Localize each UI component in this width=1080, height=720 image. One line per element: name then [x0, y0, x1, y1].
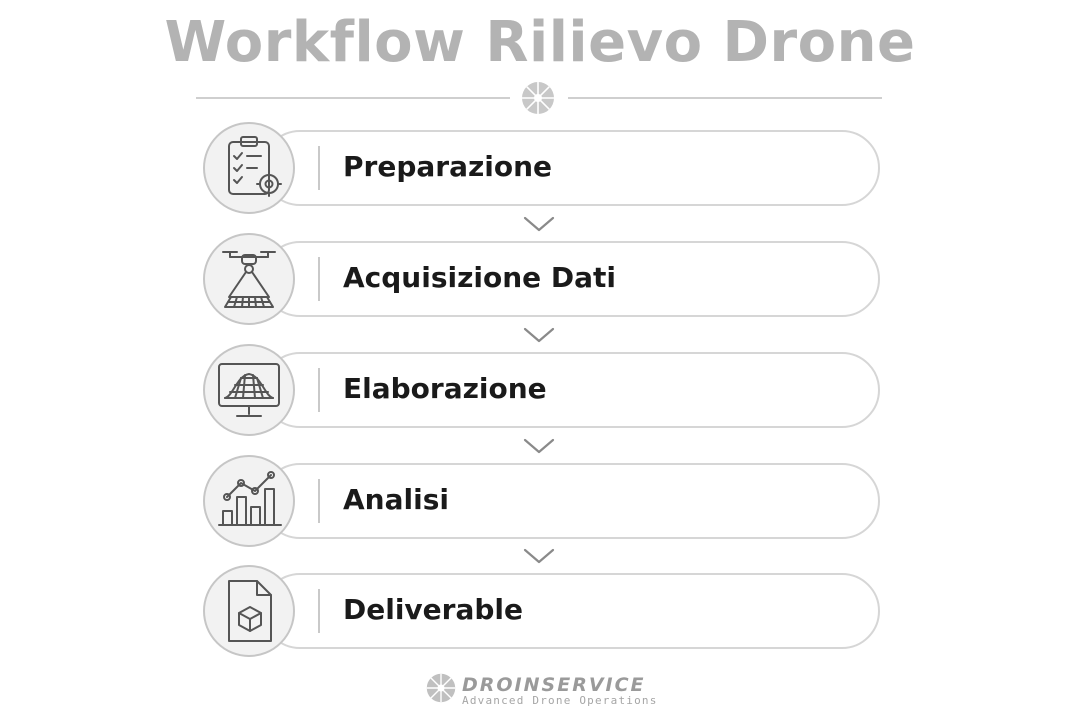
- document-cube-icon: [228, 580, 272, 642]
- step-icon-circle: [203, 455, 295, 547]
- step-icon-circle: [203, 344, 295, 436]
- step-separator: [318, 368, 320, 412]
- step-label: Acquisizione Dati: [343, 261, 617, 294]
- step-pill: [262, 573, 880, 649]
- diagram-title: Workflow Rilievo Drone: [164, 10, 916, 75]
- drone-scan-icon: [222, 251, 276, 308]
- step-label: Elaborazione: [343, 372, 547, 405]
- workflow-step-deliverable: Deliverable: [0, 565, 1080, 657]
- step-pill: [262, 241, 880, 317]
- chevron-down-icon: [523, 438, 555, 454]
- step-icon-circle: [203, 565, 295, 657]
- workflow-step-elaborazione: Elaborazione: [0, 344, 1080, 436]
- step-icon-circle: [203, 122, 295, 214]
- step-label: Analisi: [343, 483, 449, 516]
- chevron-down-icon: [523, 216, 555, 232]
- step-icon-circle: [203, 233, 295, 325]
- workflow-step-preparazione: Preparazione: [0, 122, 1080, 214]
- workflow-step-acquisizione-dati: Acquisizione Dati: [0, 233, 1080, 325]
- clipboard-gear-icon: [228, 136, 282, 197]
- step-label: Deliverable: [343, 593, 524, 626]
- step-pill: [262, 463, 880, 539]
- monitor-terrain-icon: [218, 363, 280, 417]
- emblem-icon: [522, 82, 554, 114]
- step-pill: [262, 130, 880, 206]
- step-separator: [318, 479, 320, 523]
- title-divider-right: [568, 97, 882, 99]
- step-separator: [318, 146, 320, 190]
- chevron-down-icon: [523, 327, 555, 343]
- brand-tagline: Advanced Drone Operations: [462, 694, 658, 707]
- brand-name: DROINSERVICE: [462, 674, 646, 696]
- step-separator: [318, 257, 320, 301]
- title-divider-left: [196, 97, 510, 99]
- step-pill: [262, 352, 880, 428]
- chevron-down-icon: [523, 548, 555, 564]
- brand-footer: DROINSERVICE Advanced Drone Operations: [0, 672, 1080, 712]
- brand-logo-icon: [426, 673, 456, 703]
- bar-chart-trend-icon: [218, 471, 282, 526]
- step-separator: [318, 589, 320, 633]
- step-label: Preparazione: [343, 150, 553, 183]
- workflow-step-analisi: Analisi: [0, 455, 1080, 547]
